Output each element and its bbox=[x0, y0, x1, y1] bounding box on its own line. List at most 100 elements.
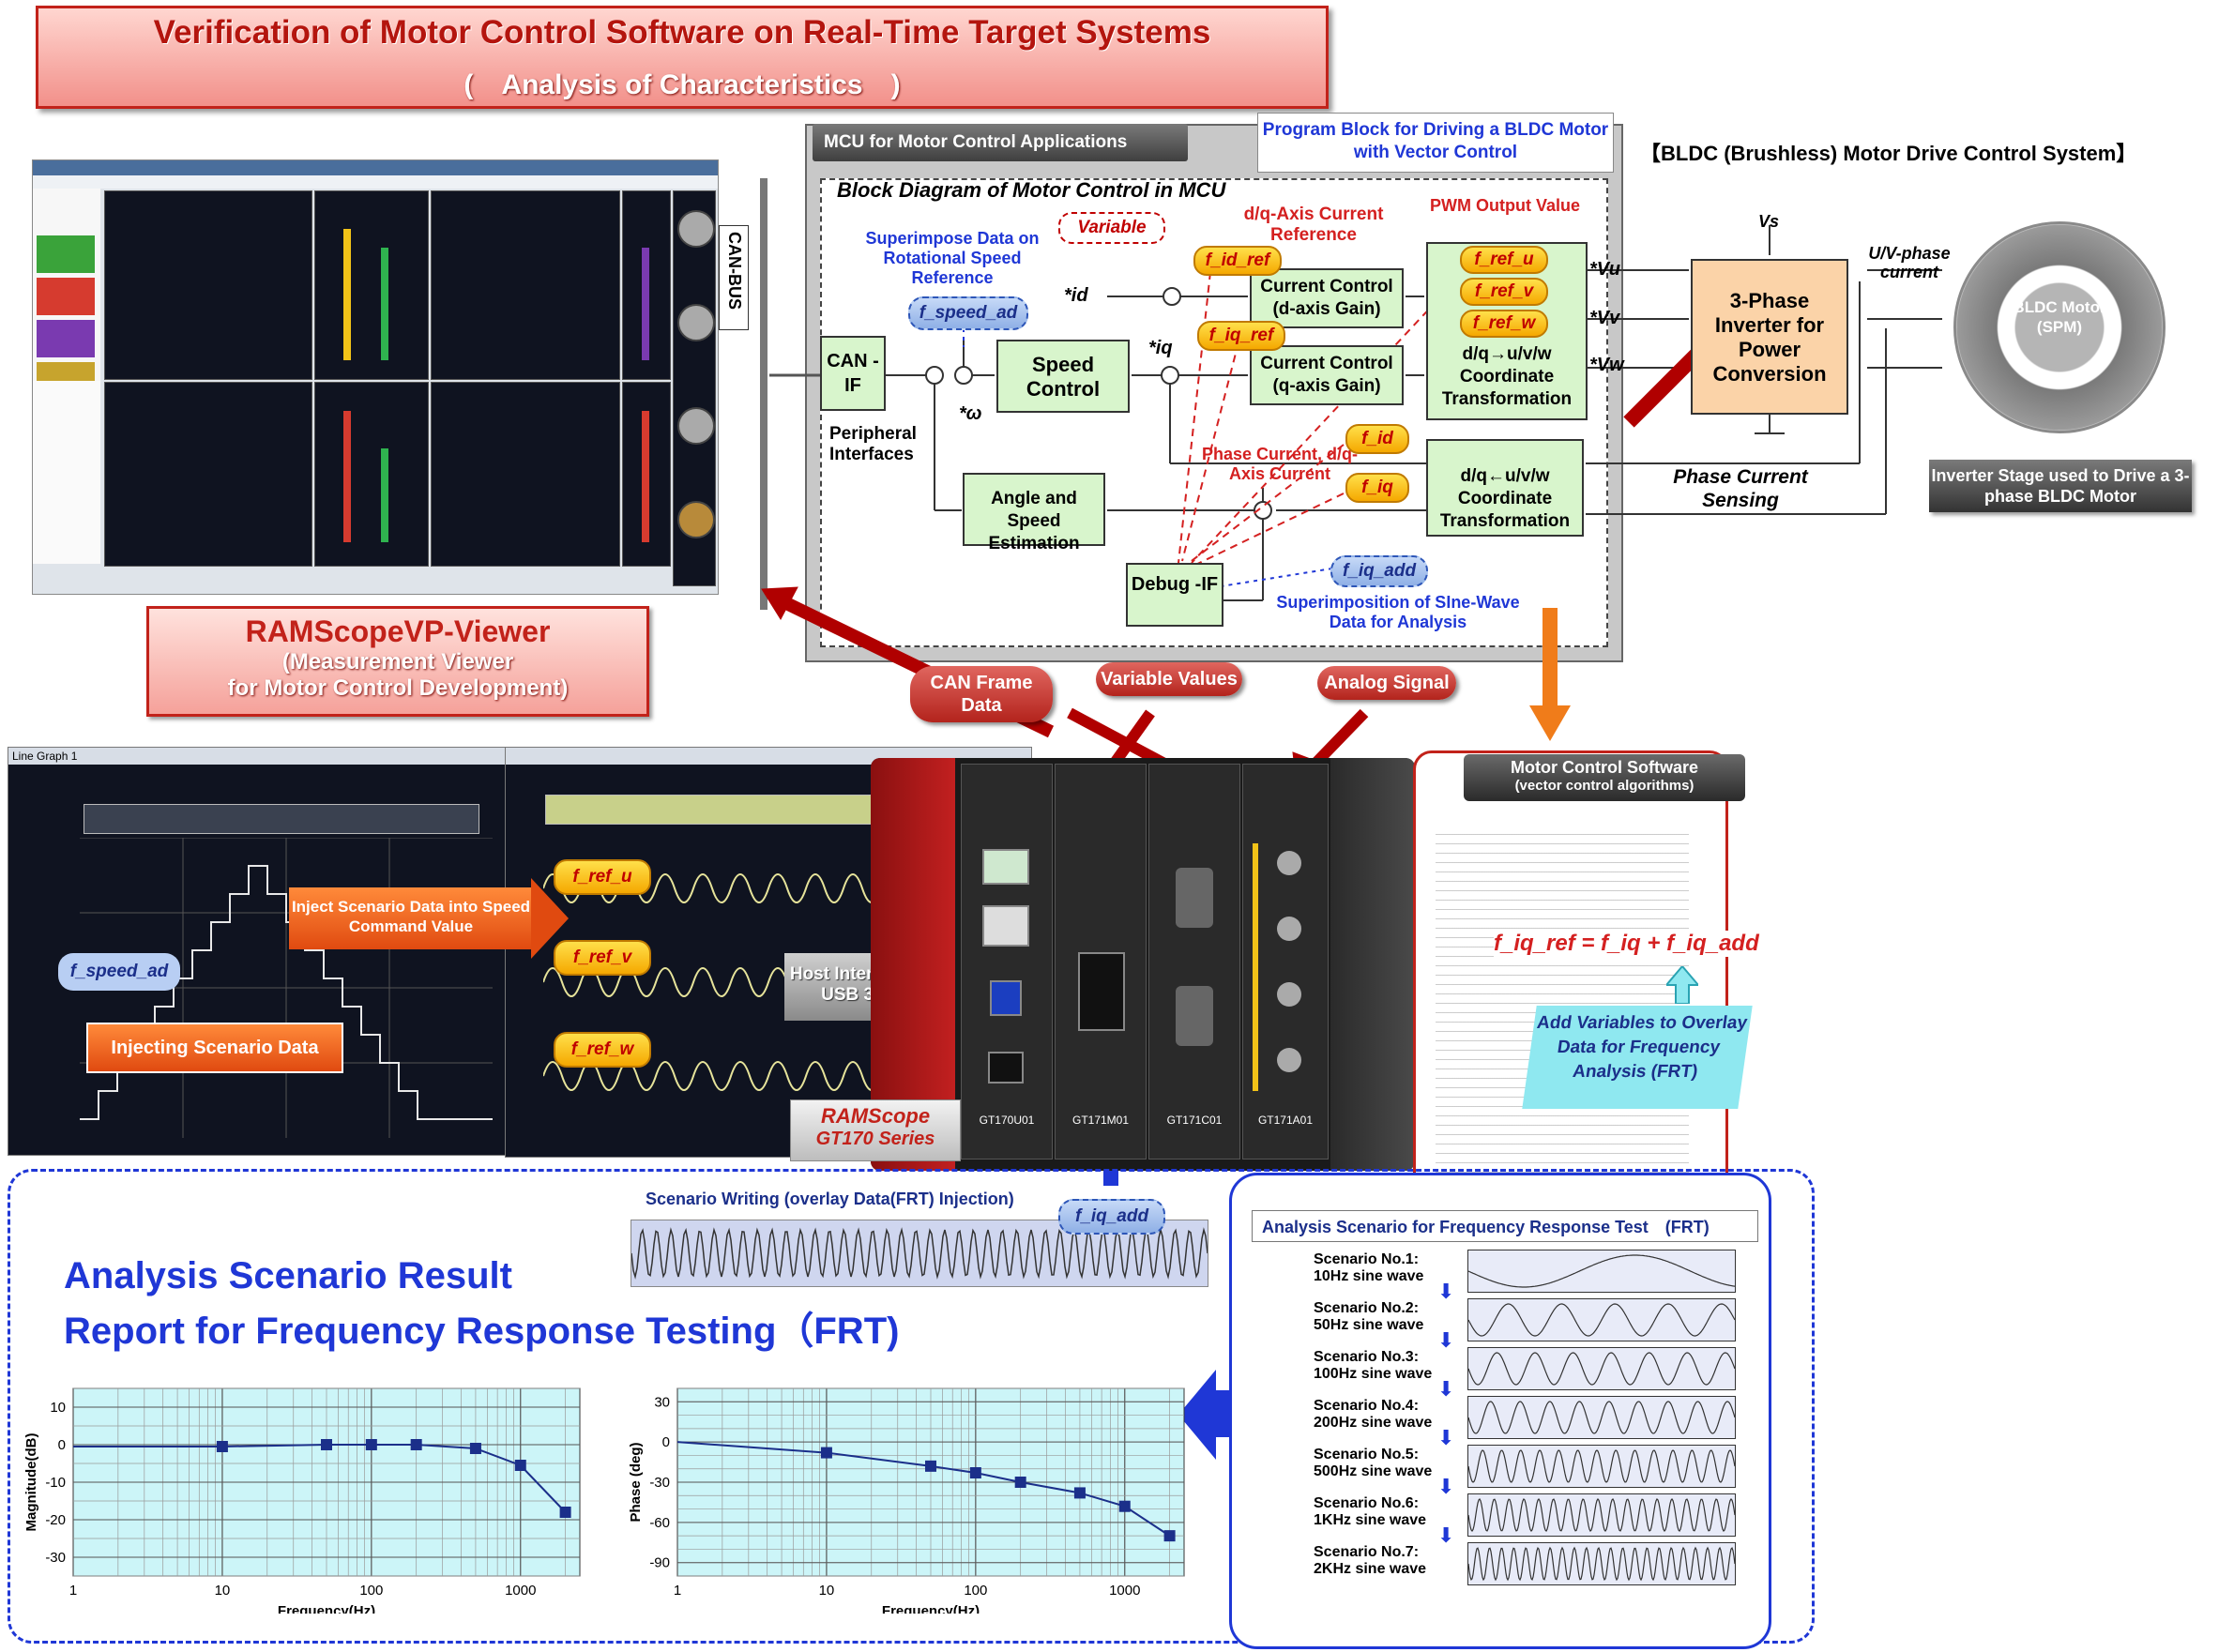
ethernet-port bbox=[982, 905, 1029, 947]
program-block-label: Program Block for Driving a BLDC Motor w… bbox=[1257, 113, 1614, 173]
scenario-desc: 1KHz sine wave bbox=[1314, 1512, 1427, 1528]
bar-graph-panel-3[interactable] bbox=[314, 382, 429, 567]
power-button[interactable] bbox=[988, 1052, 1024, 1084]
series-line bbox=[73, 1444, 567, 1513]
viewer-window[interactable] bbox=[32, 159, 719, 595]
line-graph-panel-4[interactable] bbox=[431, 382, 620, 567]
inverter-stage-label: Inverter Stage used to Drive a 3-phase B… bbox=[1929, 460, 2192, 512]
viewer-desc-2: for Motor Control Development) bbox=[227, 675, 569, 701]
software-subheader-text: (vector control algorithms) bbox=[1514, 778, 1694, 794]
ai4-port bbox=[1277, 1048, 1301, 1072]
data-point bbox=[1118, 1500, 1131, 1512]
scenario-name: Scenario No.7: bbox=[1314, 1544, 1420, 1560]
data-point bbox=[1014, 1477, 1026, 1488]
scenario-down-arrow-icon: ⬇ bbox=[1437, 1426, 1455, 1449]
scenario-name: Scenario No.5: bbox=[1314, 1447, 1420, 1463]
f-speed-ad-badge: f_speed_ad bbox=[908, 296, 1028, 330]
y-tick-label: -30 bbox=[649, 1475, 670, 1491]
data-point bbox=[820, 1447, 832, 1459]
line-graph-window[interactable]: Line Graph 1 bbox=[8, 747, 510, 1156]
scenario-label: Scenario No.1:10Hz sine wave bbox=[1314, 1251, 1436, 1285]
menu-bar[interactable] bbox=[33, 175, 718, 189]
pwm-output-label: PWM Output Value bbox=[1430, 196, 1580, 215]
f-iq-badge: f_iq bbox=[1345, 473, 1409, 503]
code-listing bbox=[1436, 826, 1689, 1182]
result-dashed-frame bbox=[8, 1169, 1815, 1644]
y-tick-label: -10 bbox=[45, 1475, 66, 1491]
ramscope-brand: RAMScope GT170 Series bbox=[790, 1099, 961, 1161]
data-point bbox=[559, 1507, 571, 1518]
scenario-desc: 100Hz sine wave bbox=[1314, 1366, 1433, 1382]
x-axis-label: Frequency(Hz) bbox=[278, 1603, 375, 1614]
y-tick-label: 0 bbox=[662, 1434, 670, 1450]
scenario-wave bbox=[1467, 1542, 1736, 1585]
run-stop-button[interactable] bbox=[982, 849, 1029, 885]
f-id-badge: f_id bbox=[1345, 424, 1409, 454]
scenario-writing-wave-svg bbox=[631, 1227, 1208, 1280]
vw-label: *Vw bbox=[1589, 355, 1624, 375]
f-ref-w-screen-badge: f_ref_w bbox=[554, 1032, 651, 1068]
scenario-down-arrow-icon: ⬇ bbox=[1437, 1328, 1455, 1352]
add-variables-callout: Add Variables to Overlay Data for Freque… bbox=[1522, 1006, 1753, 1109]
data-point bbox=[514, 1460, 526, 1471]
data-point bbox=[469, 1443, 481, 1454]
x-axis-label: Frequency(Hz) bbox=[882, 1603, 980, 1614]
y-tick-label: -60 bbox=[649, 1515, 670, 1531]
frt-header: Analysis Scenario for Frequency Response… bbox=[1252, 1210, 1758, 1242]
injecting-scenario-label: Injecting Scenario Data bbox=[86, 1023, 343, 1073]
line-graph-panel-1[interactable] bbox=[104, 190, 312, 380]
y-tick-label: -30 bbox=[45, 1550, 66, 1566]
f-iq-ref-badge: f_iq_ref bbox=[1197, 321, 1285, 351]
probe-port bbox=[1078, 952, 1125, 1031]
peripheral-label: Peripheral Interfaces bbox=[829, 424, 917, 464]
scenario-label: Scenario No.6:1KHz sine wave bbox=[1314, 1495, 1436, 1529]
module-label-0: GT170U01 bbox=[979, 1114, 1035, 1127]
memory-panel bbox=[33, 381, 100, 564]
meter-panel[interactable] bbox=[673, 190, 716, 586]
analog-signal-pill: Analog Signal bbox=[1317, 666, 1456, 700]
uvw-to-dq-block: d/q←u/v/w Coordinate Transformation bbox=[1426, 439, 1584, 537]
x-tick-label: 10 bbox=[215, 1583, 231, 1599]
y-tick-label: 10 bbox=[50, 1400, 66, 1416]
scenario-label: Scenario No.4:200Hz sine wave bbox=[1314, 1398, 1436, 1432]
page-subtitle: ( Analysis of Characteristics ) bbox=[464, 69, 901, 100]
line-graph-panel-3[interactable] bbox=[104, 382, 312, 567]
bar-graph-panel-1[interactable] bbox=[314, 190, 429, 380]
scenario-down-arrow-icon: ⬇ bbox=[1437, 1523, 1455, 1547]
f-speed-ad-screen-badge: f_speed_ad bbox=[58, 953, 180, 991]
line-graph-panel-2[interactable] bbox=[431, 190, 620, 380]
inverter-block: 3-Phase Inverter for Power Conversion bbox=[1691, 259, 1848, 415]
can-bus-line bbox=[760, 178, 767, 610]
data-point bbox=[216, 1441, 228, 1452]
usb-port bbox=[990, 980, 1022, 1016]
scenario-name: Scenario No.4: bbox=[1314, 1398, 1420, 1414]
bar-graph-panel-4[interactable] bbox=[622, 382, 671, 567]
result-title-2: Report for Frequency Response Testing（FR… bbox=[64, 1311, 900, 1352]
result-title-1: Analysis Scenario Result bbox=[64, 1255, 512, 1296]
scenario-down-arrow-icon: ⬇ bbox=[1437, 1377, 1455, 1401]
module-gt171m01: GT171M01 bbox=[1055, 764, 1147, 1159]
x-tick-label: 100 bbox=[359, 1583, 383, 1599]
module-label-2: GT171C01 bbox=[1166, 1114, 1223, 1127]
can-bus-label: CAN-BUS bbox=[719, 225, 749, 330]
bar-graph-panel-2[interactable] bbox=[622, 190, 671, 380]
series-line bbox=[676, 1441, 1171, 1537]
scenario-label: Scenario No.5:500Hz sine wave bbox=[1314, 1447, 1436, 1480]
gt170-hardware: GT170U01 GT171M01 GT171C01 GT171A01 bbox=[871, 758, 1415, 1171]
f-iq-add-badge: f_iq_add bbox=[1058, 1199, 1165, 1235]
data-point bbox=[925, 1460, 936, 1472]
y-axis-label: Magnitude(dB) bbox=[23, 1433, 39, 1532]
scenario-wave bbox=[1467, 1347, 1736, 1390]
scenario-desc: 2KHz sine wave bbox=[1314, 1561, 1427, 1577]
line-graph-title: Line Graph 1 bbox=[12, 750, 78, 763]
f-ref-v-screen-badge: f_ref_v bbox=[554, 940, 651, 976]
y-tick-label: -90 bbox=[649, 1555, 670, 1571]
iq-label: *iq bbox=[1148, 338, 1173, 358]
scenario-wave bbox=[1467, 1298, 1736, 1341]
scenario-desc: 50Hz sine wave bbox=[1314, 1317, 1424, 1333]
y-tick-label: 30 bbox=[654, 1394, 670, 1410]
uv-current-label: U/V-phase current bbox=[1868, 244, 1951, 281]
mcu-header: MCU for Motor Control Applications bbox=[813, 124, 1188, 161]
data-point bbox=[321, 1439, 332, 1450]
